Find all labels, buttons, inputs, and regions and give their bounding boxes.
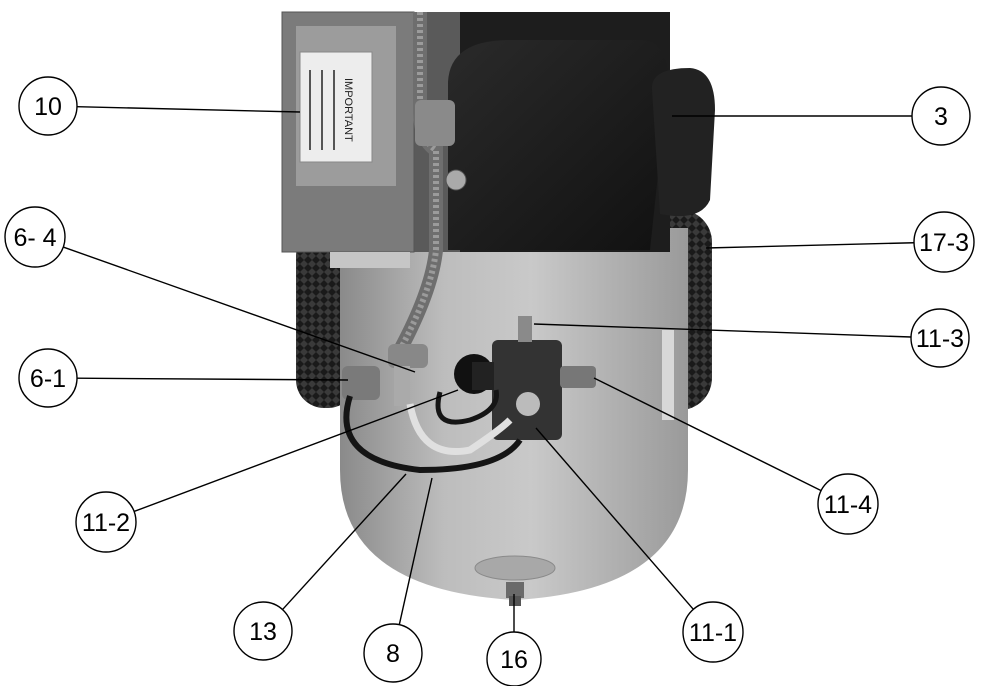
callout-circle [75, 491, 137, 553]
callout-label: 17-3 [919, 229, 969, 257]
callout-label: 13 [249, 618, 277, 646]
leader-line-11-3 [533, 323, 912, 338]
electrical-box: IMPORTANT [281, 11, 415, 268]
callout-6-1: 6-1 [18, 348, 78, 408]
callout-circle [4, 206, 66, 268]
callout-3: 3 [911, 86, 971, 146]
pressure-switch [492, 316, 596, 440]
callout-11-1: 11-1 [682, 601, 744, 663]
callout-circle [18, 348, 78, 408]
leader-line-10 [76, 105, 301, 113]
callout-10: 10 [18, 76, 78, 136]
motor-cover [448, 40, 715, 250]
leader-line-11-1 [535, 427, 694, 610]
callout-circle [18, 76, 78, 136]
callout-8: 8 [363, 623, 423, 683]
callout-label: 16 [500, 646, 528, 674]
callout-circle [911, 86, 971, 146]
callout-label: 11-1 [689, 619, 737, 647]
leader-line-17-3 [705, 242, 915, 249]
discharge-tube [393, 12, 467, 354]
leader-line-6-4 [63, 246, 416, 373]
callout-label: 11-2 [82, 509, 130, 537]
leader-line-13 [282, 473, 407, 611]
pressure-gauge [454, 354, 494, 394]
drain-valve [506, 582, 524, 606]
callout-label: 10 [34, 93, 62, 121]
callout-label: 6- 4 [13, 224, 56, 252]
leader-line-8 [398, 477, 433, 625]
outlet-coupling [342, 366, 380, 400]
callout-17-3: 17-3 [913, 211, 975, 273]
callout-11-3: 11-3 [910, 308, 970, 368]
callout-label: 11-3 [916, 325, 964, 353]
callout-label: 11-4 [824, 491, 872, 519]
callout-11-2: 11-2 [75, 491, 137, 553]
callouts: 10 3 6- 4 17-3 11-3 6-1 11-4 11-2 13 8 16 11-1 [4, 76, 975, 686]
important-sticker-text: IMPORTANT [342, 78, 354, 142]
callout-circle [817, 473, 879, 535]
callout-circle [363, 623, 423, 683]
safety-valve [388, 344, 428, 406]
hoses [343, 389, 523, 474]
leader-line-11-4 [593, 377, 822, 492]
callout-label: 8 [386, 640, 400, 668]
callout-16: 16 [486, 631, 542, 686]
callout-circle [682, 601, 744, 663]
leader-line-11-2 [133, 389, 459, 513]
callout-circle [913, 211, 975, 273]
leader-line-6-1 [76, 377, 349, 381]
callout-11-4: 11-4 [817, 473, 879, 535]
callout-leader-lines [63, 105, 915, 632]
callout-13: 13 [233, 601, 293, 661]
callout-label: 6-1 [30, 365, 66, 393]
callout-label: 3 [934, 103, 948, 131]
callout-6-4: 6- 4 [4, 206, 66, 268]
callout-circle [233, 601, 293, 661]
callout-circle [910, 308, 970, 368]
callout-circle [486, 631, 542, 686]
